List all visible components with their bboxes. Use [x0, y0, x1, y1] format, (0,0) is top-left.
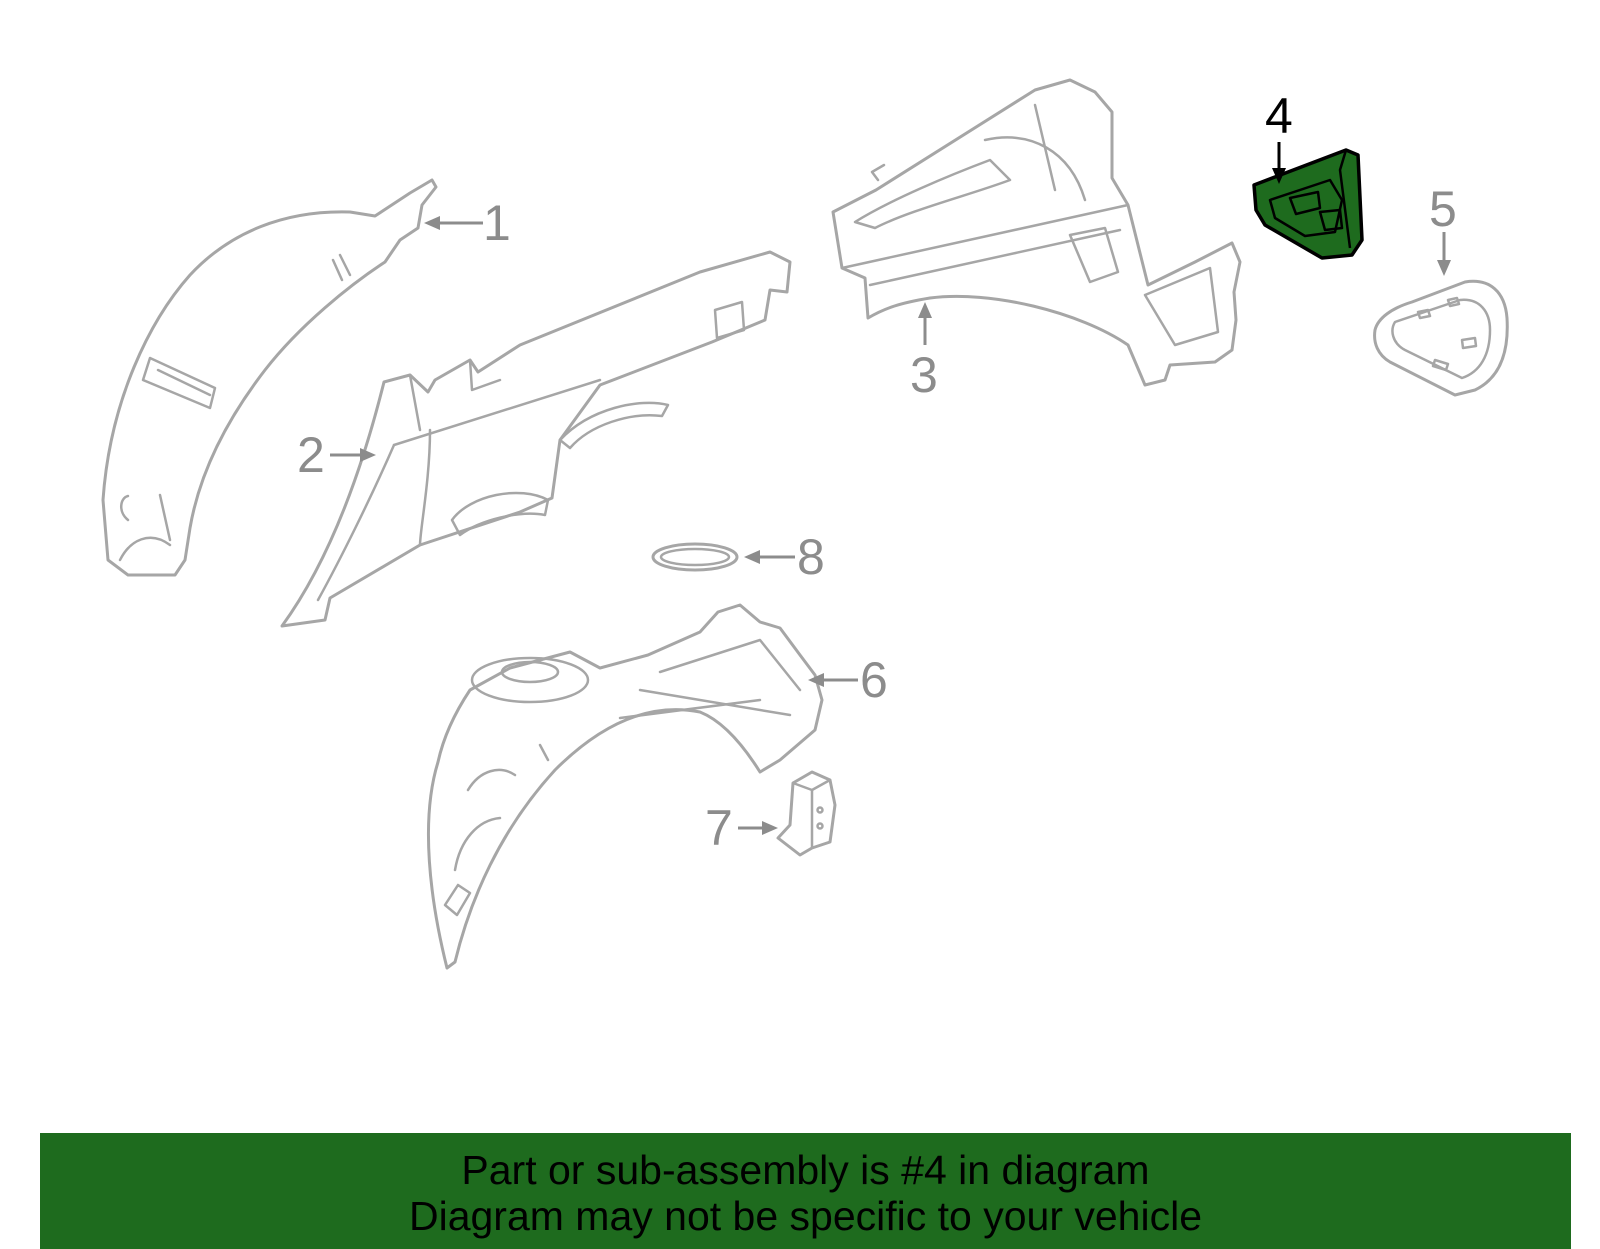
- callout-5: 5: [1429, 181, 1457, 276]
- part-1-wheelhouse-liner[interactable]: [101, 178, 438, 577]
- caption-line-1: Part or sub-assembly is #4 in diagram: [461, 1147, 1150, 1193]
- callout-8: 8: [744, 529, 825, 585]
- caption-banner: Part or sub-assembly is #4 in diagram Di…: [40, 1133, 1571, 1249]
- callout-label-6: 6: [860, 652, 888, 708]
- part-8-seal-ring[interactable]: [651, 542, 739, 572]
- callout-3: 3: [910, 302, 938, 403]
- callout-label-2: 2: [297, 427, 325, 483]
- callout-1: 1: [424, 195, 511, 251]
- callout-6: 6: [808, 652, 888, 708]
- part-4-highlighted-bracket[interactable]: [1252, 148, 1364, 260]
- callout-label-1: 1: [483, 195, 511, 251]
- callout-label-3: 3: [910, 347, 938, 403]
- part-2-quarter-inner-panel[interactable]: [280, 250, 792, 628]
- callout-label-4: 4: [1265, 88, 1293, 144]
- callout-label-5: 5: [1429, 181, 1457, 237]
- callout-label-8: 8: [797, 529, 825, 585]
- part-6-wheelhouse-inner[interactable]: [426, 603, 824, 970]
- part-7-small-bracket[interactable]: [776, 770, 837, 857]
- callout-label-7: 7: [705, 800, 733, 856]
- callout-4: 4: [1265, 88, 1293, 184]
- part-5-cover[interactable]: [1373, 279, 1509, 397]
- callout-2: 2: [297, 427, 376, 483]
- caption-line-2: Diagram may not be specific to your vehi…: [408, 1193, 1202, 1239]
- part-3-quarter-panel[interactable]: [831, 78, 1242, 387]
- callout-7: 7: [705, 800, 778, 856]
